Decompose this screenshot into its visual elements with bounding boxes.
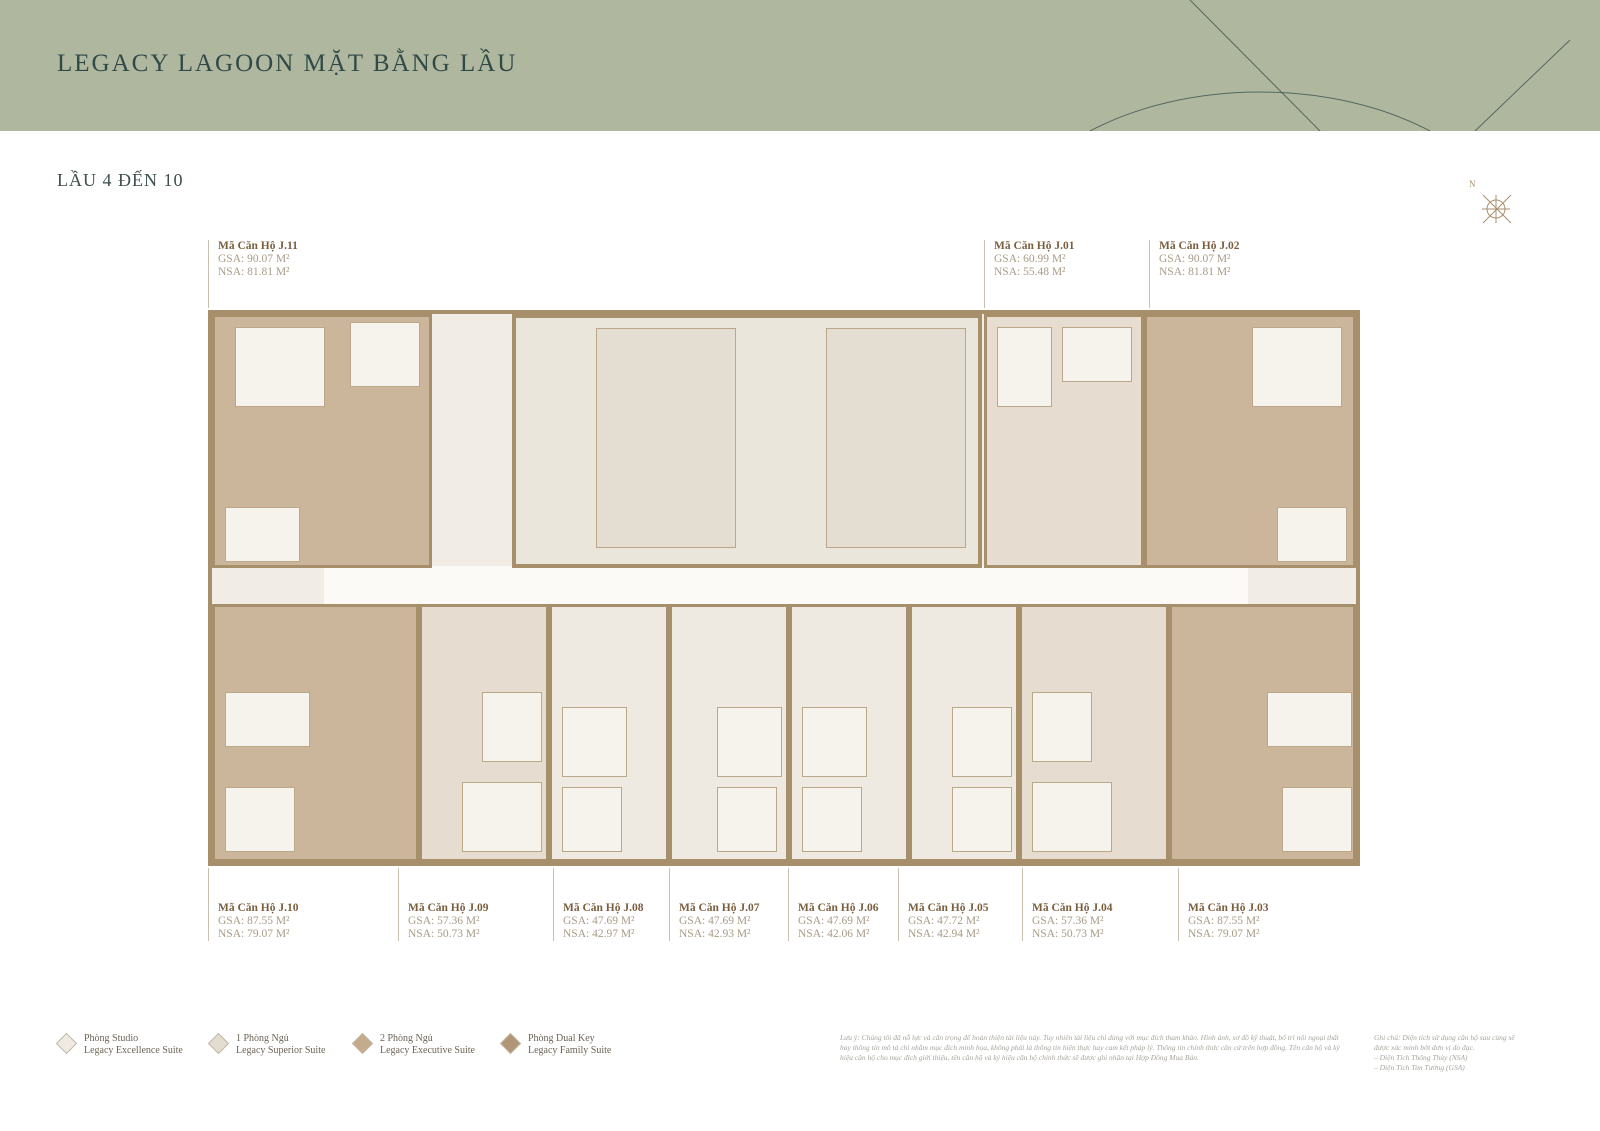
diamond-swatch-icon xyxy=(499,1032,522,1055)
corridor xyxy=(324,566,1248,606)
diamond-swatch-icon xyxy=(351,1032,374,1055)
unit-j03[interactable] xyxy=(1169,604,1356,862)
floor-plan xyxy=(208,310,1360,866)
decorative-lines xyxy=(1089,0,1571,131)
unit-j02[interactable] xyxy=(1144,314,1356,568)
page-title: LEGACY LAGOON MẶT BẰNG LẦU xyxy=(57,50,518,77)
unit-j09[interactable] xyxy=(419,604,549,862)
disclaimer-note: Lưu ý: Chúng tôi đã nỗ lực và cẩn trọng … xyxy=(840,1033,1340,1062)
area-note: Ghi chú: Diện tích sử dụng căn hộ sau cù… xyxy=(1374,1033,1515,1072)
unit-j01[interactable] xyxy=(984,314,1144,568)
diamond-swatch-icon xyxy=(207,1032,230,1055)
unit-j04[interactable] xyxy=(1019,604,1169,862)
unit-j11[interactable] xyxy=(212,314,432,568)
unit-j05[interactable] xyxy=(909,604,1019,862)
floor-range-subtitle: LẦU 4 ĐẾN 10 xyxy=(57,170,184,190)
diamond-swatch-icon xyxy=(55,1032,78,1055)
unit-j08[interactable] xyxy=(549,604,669,862)
unit-j10[interactable] xyxy=(212,604,419,862)
north-label: N xyxy=(1469,179,1476,189)
building-core xyxy=(512,314,982,568)
unit-j07[interactable] xyxy=(669,604,789,862)
north-arrow-icon: N xyxy=(1469,179,1512,224)
header-banner: LEGACY LAGOON MẶT BẰNG LẦU xyxy=(0,0,1600,131)
unit-j06[interactable] xyxy=(789,604,909,862)
